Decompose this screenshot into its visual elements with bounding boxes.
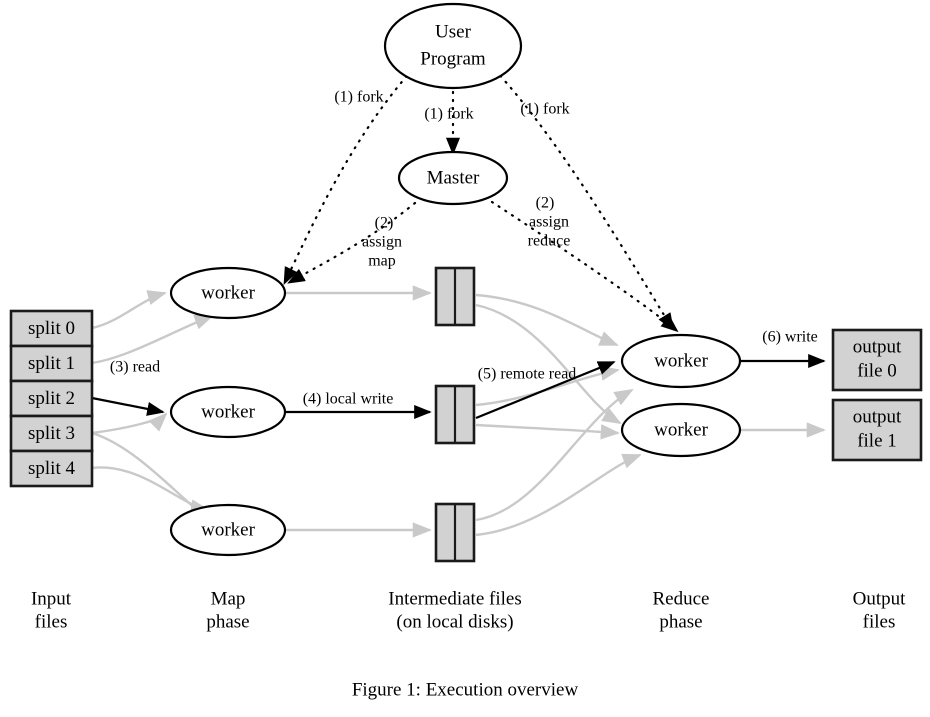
output-files-group: output file 0 output file 1 — [831, 328, 923, 462]
edge-intermediate2-reduce0 — [475, 388, 634, 522]
edge-intermediate0-reduce1 — [475, 303, 622, 425]
step-label-assign-map-line2: map — [368, 253, 396, 270]
column-labels: Input files Map phase Intermediate files… — [31, 588, 906, 632]
map-worker-node-2[interactable]: worker — [169, 503, 287, 557]
column-label-0-line1: Input — [31, 588, 72, 609]
column-label-4-line2: files — [863, 611, 896, 632]
step-label-fork-center: (1) fork — [424, 106, 473, 123]
edge-split3-worker2 — [91, 431, 214, 523]
column-label-1-line2: phase — [206, 611, 249, 632]
step-label-read: (3) read — [110, 359, 160, 376]
output-file-label-1-line2: file 1 — [857, 430, 897, 451]
figure-caption: Figure 1: Execution overview — [352, 679, 579, 700]
output-file-box-1[interactable] — [831, 398, 923, 462]
master-node[interactable]: Master — [397, 150, 509, 206]
user-program-label-line2: Program — [420, 48, 486, 69]
step-label-assign-reduce-line1: assign — [529, 214, 569, 231]
input-split-label-3: split 3 — [28, 423, 75, 444]
edge-read-split2-worker1 — [91, 396, 165, 416]
output-file-label-1-line1: output — [853, 406, 902, 427]
reduce-worker-label-1: worker — [654, 419, 708, 440]
edge-split0-worker0 — [91, 290, 167, 330]
edge-fork-userprogram-left — [283, 68, 414, 285]
step-label-fork-right: (1) fork — [520, 101, 569, 118]
map-worker-label-0: worker — [201, 282, 255, 303]
master-label: Master — [427, 167, 480, 188]
reduce-worker-node-1[interactable]: worker — [620, 402, 742, 458]
reduce-worker-ellipse-1[interactable] — [620, 402, 742, 458]
map-worker-node-0[interactable]: worker — [169, 266, 287, 320]
map-worker-node-1[interactable]: worker — [169, 385, 287, 439]
input-split-label-2: split 2 — [28, 388, 75, 409]
map-worker-label-1: worker — [201, 401, 255, 422]
edge-split3-worker1 — [91, 412, 168, 435]
step-label-write: (6) write — [762, 329, 818, 346]
edge-intermediate1-reduce1 — [475, 423, 620, 440]
edges-input-to-map — [91, 290, 214, 523]
input-split-box-4[interactable] — [9, 449, 94, 488]
reduce-worker-node-0[interactable]: worker — [620, 333, 742, 389]
step-label-local-write: (4) local write — [303, 391, 394, 408]
step-label-assign-reduce-num: (2) — [536, 195, 555, 212]
input-split-label-0: split 0 — [28, 318, 75, 339]
output-file-label-0-line2: file 0 — [857, 360, 897, 381]
step-label-assign-map-num: (2) — [375, 215, 394, 232]
input-split-box-3[interactable] — [9, 414, 94, 453]
edge-assign-reduce — [490, 200, 679, 333]
edges-intermediate-to-reduce — [475, 293, 642, 537]
step-label-remote-read: (5) remote read — [478, 366, 577, 383]
step-label-assign-reduce-line2: reduce — [528, 233, 571, 250]
step-label-assign-map-line1: assign — [362, 234, 402, 251]
map-worker-label-2: worker — [201, 519, 255, 540]
input-split-box-0[interactable] — [9, 309, 94, 348]
reduce-worker-label-0: worker — [654, 350, 708, 371]
step-label-fork-left: (1) fork — [334, 89, 383, 106]
input-split-box-2[interactable] — [9, 379, 94, 418]
column-label-2-line1: Intermediate files — [388, 588, 521, 609]
column-label-0-line2: files — [35, 611, 68, 632]
edge-intermediate2-reduce1 — [475, 453, 642, 537]
edge-remoteread-intermediate1-reduce0 — [475, 360, 616, 420]
input-split-label-1: split 1 — [28, 353, 75, 374]
output-file-box-0[interactable] — [831, 328, 923, 392]
intermediate-files-group — [434, 266, 476, 563]
edge-fork-userprogram-right — [493, 68, 674, 331]
output-file-label-0-line1: output — [853, 336, 902, 357]
user-program-node[interactable]: User Program — [383, 2, 523, 90]
map-worker-ellipse-1[interactable] — [169, 385, 287, 439]
edge-intermediate0-reduce0 — [475, 293, 619, 347]
input-split-label-4: split 4 — [28, 458, 75, 479]
reduce-worker-ellipse-0[interactable] — [620, 333, 742, 389]
column-label-1-line1: Map — [211, 588, 246, 609]
map-worker-ellipse-2[interactable] — [169, 503, 287, 557]
input-split-box-1[interactable] — [9, 344, 94, 383]
user-program-ellipse[interactable] — [383, 2, 523, 90]
edge-assign-map — [287, 201, 417, 284]
user-program-label-line1: User — [435, 21, 472, 42]
column-label-3-line1: Reduce — [653, 588, 710, 609]
edge-split1-worker0 — [91, 314, 214, 365]
master-ellipse[interactable] — [397, 150, 509, 206]
column-label-2-line2: (on local disks) — [396, 611, 513, 632]
input-files-group: split 0 split 1 split 2 split 3 split 4 — [9, 309, 94, 488]
map-worker-ellipse-0[interactable] — [169, 266, 287, 320]
column-label-3-line2: phase — [659, 611, 702, 632]
column-label-4-line1: Output — [853, 588, 907, 609]
